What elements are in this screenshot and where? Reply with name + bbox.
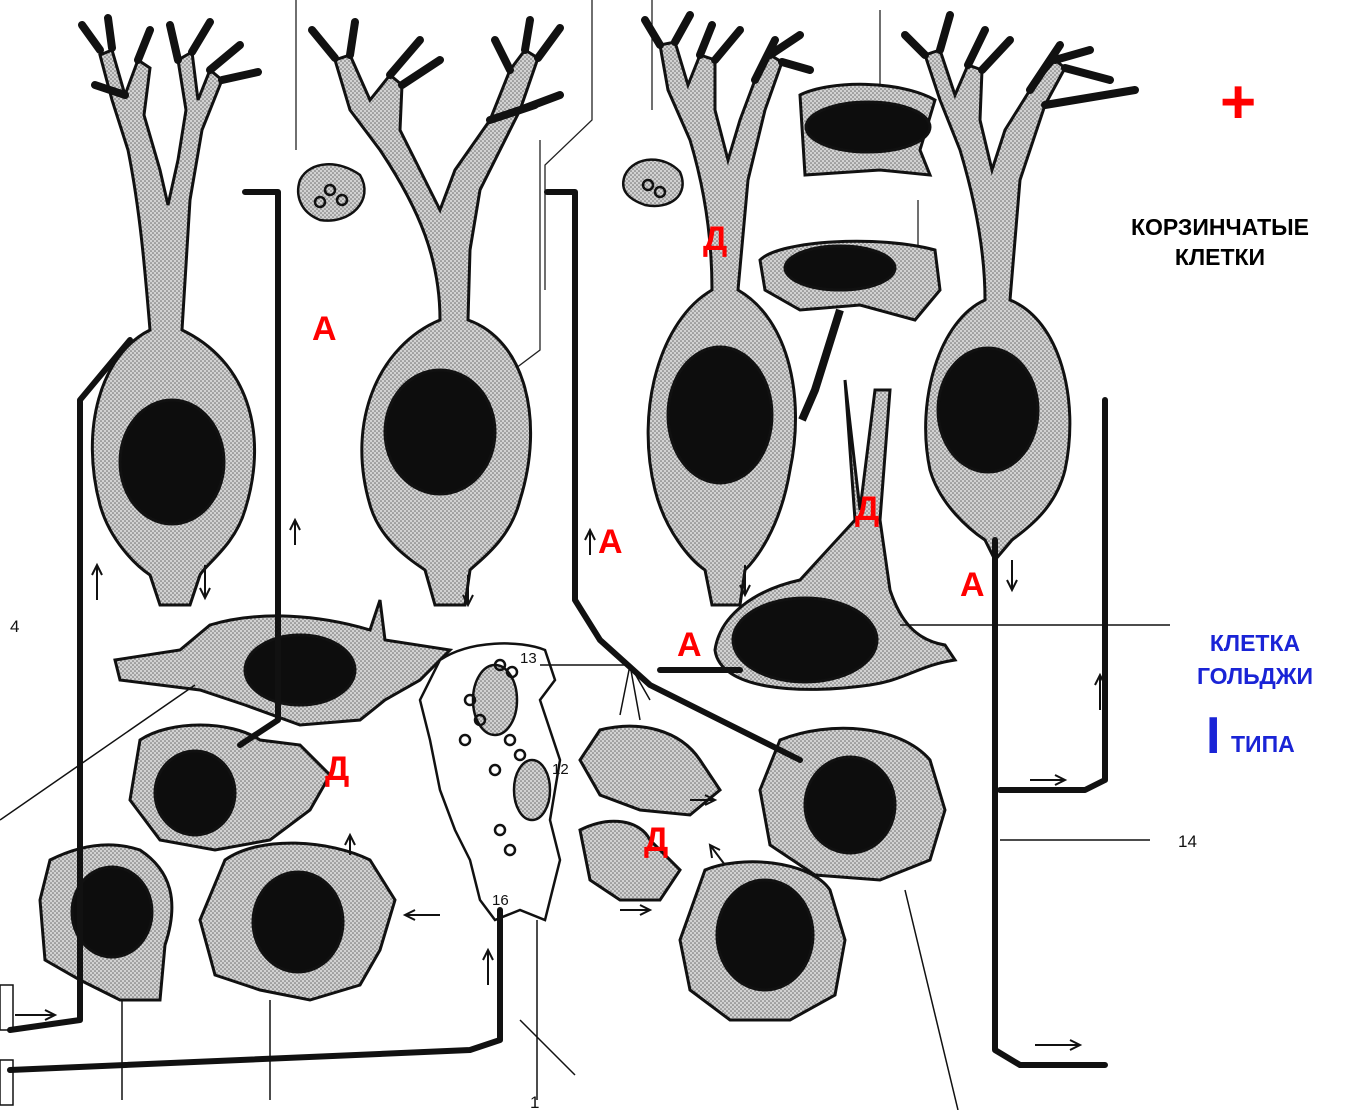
- golgi-type-label: ТИПА: [1231, 733, 1295, 756]
- basket-cells-label: КОРЗИНЧАТЫЕ КЛЕТКИ: [1110, 213, 1330, 273]
- axon-marker: А: [598, 525, 623, 559]
- purkinje-cell-3: [645, 15, 810, 605]
- label-n12: 12: [552, 761, 569, 778]
- label-n4: 4: [10, 617, 19, 636]
- purkinje-cell-2: [312, 20, 560, 605]
- label-n13: 13: [520, 650, 537, 667]
- label-n1: 1: [530, 1093, 539, 1110]
- plus-sign: +: [1220, 72, 1256, 134]
- dendrite-marker: Д: [325, 752, 349, 786]
- label-n16: 16: [492, 892, 509, 909]
- axon-marker: А: [677, 628, 702, 662]
- dendrite-marker: Д: [644, 823, 668, 857]
- golgi-cell-label: КЛЕТКА ГОЛЬДЖИ: [1175, 627, 1335, 694]
- label-n14: 14: [1178, 832, 1197, 851]
- dendrite-marker: Д: [855, 492, 879, 526]
- axon-marker: А: [312, 312, 337, 346]
- parallel-fibers: [296, 0, 918, 380]
- synaptic-bouton-2: [623, 160, 682, 206]
- glomerulus: [420, 643, 560, 920]
- purkinje-cell-1: [82, 18, 258, 605]
- synaptic-bouton-1: [298, 164, 364, 220]
- dendrite-marker: Д: [703, 222, 727, 256]
- golgi-type-roman: I: [1206, 710, 1220, 762]
- axon-marker: А: [960, 568, 985, 602]
